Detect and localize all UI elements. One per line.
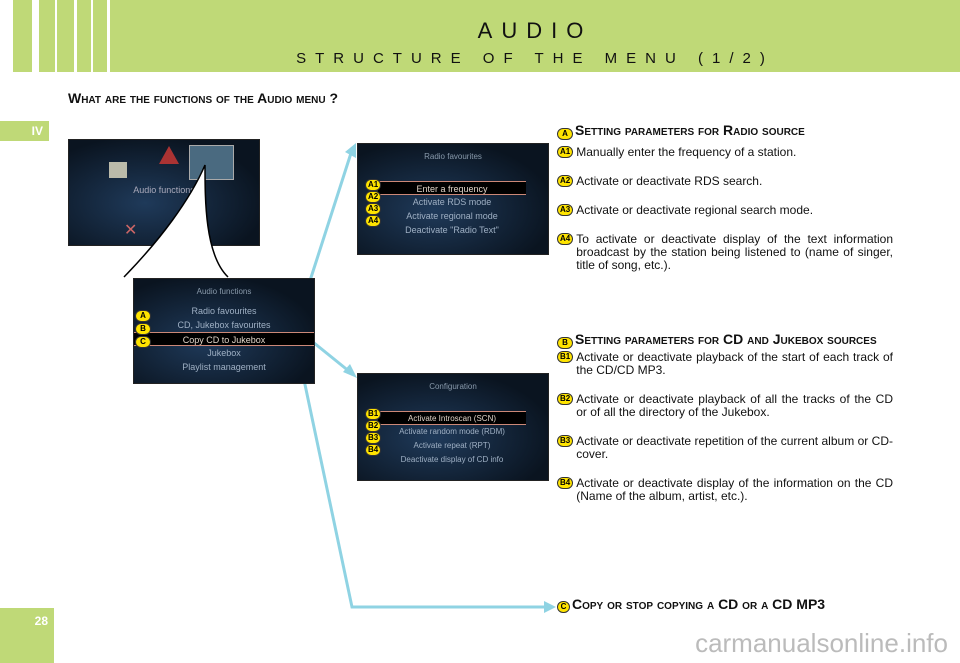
header-stripe <box>39 0 55 72</box>
section-title: Setting parameters for Radio source <box>575 122 805 138</box>
item-text: Activate or deactivate playback of all t… <box>576 392 893 419</box>
warning-icon <box>159 146 179 164</box>
screen-header: Audio functions <box>196 287 252 296</box>
badge-a1: A1 <box>557 146 574 158</box>
badge-a3: A3 <box>557 204 574 216</box>
screen-header: Radio favourites <box>424 152 482 161</box>
header-banner <box>110 0 960 72</box>
menu-item[interactable]: CD, Jukebox favourites <box>177 320 271 330</box>
page-title: AUDIO <box>477 18 593 43</box>
badge-a4: A4 <box>557 233 574 245</box>
arrowhead-radio <box>345 143 356 158</box>
header-stripe <box>57 0 74 72</box>
page-number: 28 <box>0 608 54 663</box>
phone-icon <box>109 162 127 178</box>
menu-item[interactable]: Activate RDS mode <box>412 197 492 207</box>
item-text: To activate or deactivate display of the… <box>576 232 893 272</box>
audio-functions-label: Audio functions <box>133 185 195 195</box>
menu-item[interactable]: Deactivate "Radio Text" <box>405 225 499 235</box>
section-title: Setting parameters for CD and Jukebox so… <box>575 331 877 347</box>
item-text: Activate or deactivate regional search m… <box>576 203 814 217</box>
screen-header: Configuration <box>429 382 477 391</box>
arrowhead-copy <box>544 601 556 613</box>
menu-item[interactable]: Deactivate display of CD info <box>400 455 504 464</box>
badge-a3: A3 <box>365 203 382 215</box>
arrowhead-config <box>343 364 357 378</box>
header-stripe <box>13 0 32 72</box>
badge-a: A <box>135 310 151 322</box>
badge-c: C <box>557 601 570 613</box>
configuration-screen: Configuration Activate Introscan (SCN) A… <box>357 373 549 481</box>
menu-item[interactable]: Radio favourites <box>191 306 257 316</box>
main-menu-screen: Audio functions ✕ <box>68 139 260 246</box>
radio-favourites-screen: Radio favourites Enter a frequency Activ… <box>357 143 549 255</box>
item-text: Activate or deactivate repetition of the… <box>576 434 893 461</box>
header-stripe <box>93 0 107 72</box>
badge-a2: A2 <box>365 191 382 203</box>
badge-b2: B2 <box>557 393 574 405</box>
menu-item[interactable]: Activate repeat (RPT) <box>413 441 491 450</box>
question-heading: What are the functions of the Audio menu… <box>68 90 339 106</box>
audio-icon <box>189 145 234 180</box>
menu-item[interactable]: Activate random mode (RDM) <box>399 427 505 436</box>
page-subtitle: STRUCTURE OF THE MENU (1/2) <box>296 50 774 67</box>
menu-item-selected[interactable]: Activate Introscan (SCN) <box>378 411 526 425</box>
item-text: Manually enter the frequency of a statio… <box>576 145 797 159</box>
badge-c: C <box>135 336 151 348</box>
menu-item[interactable]: Playlist management <box>182 362 266 372</box>
section-tab: IV <box>0 121 49 141</box>
item-text: Activate or deactivate RDS search. <box>576 174 763 188</box>
badge-b: B <box>135 323 151 335</box>
tools-icon: ✕ <box>124 222 138 239</box>
badge-b2: B2 <box>365 420 382 432</box>
badge-a: A <box>557 128 573 140</box>
badge-b1: B1 <box>557 351 574 363</box>
badge-a2: A2 <box>557 175 574 187</box>
menu-item[interactable]: Jukebox <box>207 348 241 358</box>
badge-b4: B4 <box>365 444 382 456</box>
watermark: carmanualsonline.info <box>695 628 948 658</box>
menu-item[interactable]: Activate regional mode <box>406 211 498 221</box>
item-text: Activate or deactivate playback of the s… <box>576 350 893 377</box>
header-stripe <box>77 0 91 72</box>
badge-b1: B1 <box>365 408 382 420</box>
section-title: Copy or stop copying a CD or a CD MP3 <box>572 596 826 612</box>
menu-item-selected[interactable]: Copy CD to Jukebox <box>134 332 314 346</box>
badge-a4: A4 <box>365 215 382 227</box>
badge-b3: B3 <box>365 432 382 444</box>
badge-a1: A1 <box>365 179 382 191</box>
badge-b: B <box>557 337 573 349</box>
menu-item-selected[interactable]: Enter a frequency <box>378 181 526 195</box>
audio-functions-screen: Audio functions Radio favourites CD, Juk… <box>133 278 315 384</box>
item-text: Activate or deactivate display of the in… <box>576 476 893 503</box>
badge-b3: B3 <box>557 435 574 447</box>
badge-b4: B4 <box>557 477 574 489</box>
